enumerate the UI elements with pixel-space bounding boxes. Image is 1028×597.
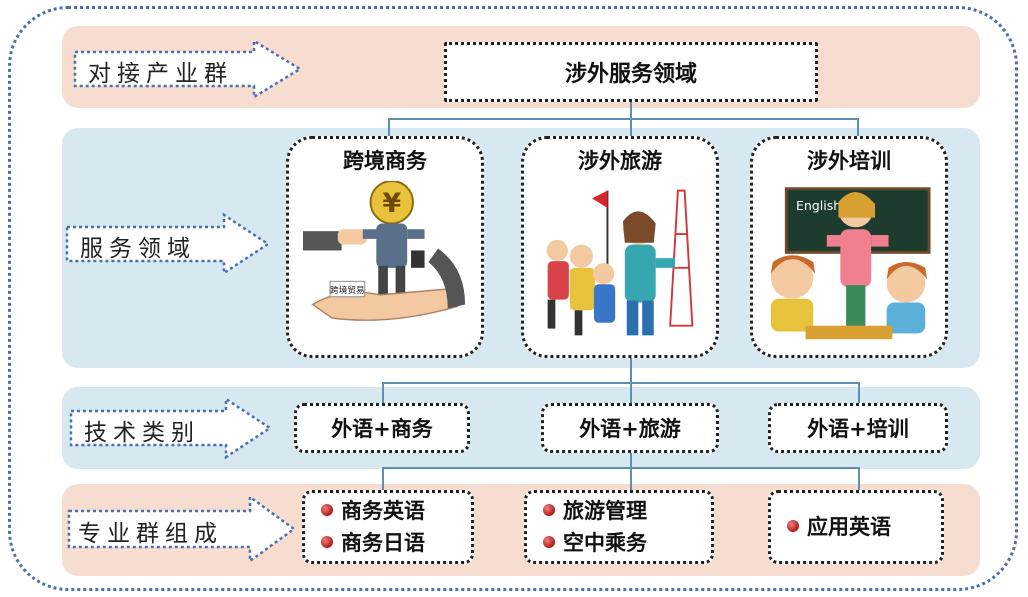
connector-line bbox=[630, 118, 632, 136]
tech-box-training: 外语+培训 bbox=[768, 403, 948, 453]
major-arrow bbox=[67, 494, 297, 564]
connector-line bbox=[388, 118, 858, 120]
connector-line bbox=[630, 467, 632, 490]
major-item: 空中乘务 bbox=[543, 527, 647, 559]
trade-sign-text: 跨境贸易 bbox=[330, 284, 365, 296]
connector-line bbox=[382, 467, 860, 469]
major-item: 商务日语 bbox=[321, 527, 425, 559]
card-title: 涉外旅游 bbox=[578, 149, 662, 173]
foreign-tourism-illustration bbox=[538, 181, 702, 345]
service-card-business: 跨境商务 ¥ 跨境贸易 bbox=[286, 136, 484, 358]
connector-line bbox=[630, 382, 632, 403]
connector-line bbox=[382, 382, 384, 403]
tech-label: 外语+旅游 bbox=[579, 417, 681, 441]
bullet-icon bbox=[321, 504, 333, 516]
industry-arrow bbox=[73, 38, 303, 100]
connector-line bbox=[630, 358, 632, 384]
row-label-major: 专业群组成 bbox=[78, 521, 223, 547]
card-title: 涉外培训 bbox=[807, 149, 891, 173]
bullet-icon bbox=[787, 520, 799, 532]
tech-label: 外语+商务 bbox=[331, 417, 433, 441]
major-item: 商务英语 bbox=[321, 495, 425, 527]
blackboard-text: English bbox=[796, 198, 841, 213]
connector-line bbox=[858, 467, 860, 490]
row-label-tech: 技术类别 bbox=[84, 420, 200, 446]
cross-border-trade-illustration: ¥ 跨境贸易 bbox=[303, 181, 467, 345]
connector-line bbox=[382, 467, 384, 490]
card-title: 跨境商务 bbox=[343, 149, 427, 173]
tech-arrow bbox=[69, 396, 273, 460]
major-box-business: 商务英语 商务日语 bbox=[302, 490, 474, 564]
bullet-icon bbox=[321, 536, 333, 548]
outer-frame bbox=[8, 6, 1018, 591]
connector-line bbox=[382, 382, 860, 384]
major-box-tourism: 旅游管理 空中乘务 bbox=[524, 490, 714, 564]
tech-box-tourism: 外语+旅游 bbox=[541, 403, 719, 453]
bullet-icon bbox=[543, 536, 555, 548]
connector-line bbox=[630, 102, 632, 120]
tech-label: 外语+培训 bbox=[807, 417, 909, 441]
tech-box-business: 外语+商务 bbox=[294, 403, 470, 453]
row-label-industry: 对接产业群 bbox=[88, 61, 233, 87]
service-card-tourism: 涉外旅游 bbox=[521, 136, 719, 358]
connector-line bbox=[857, 118, 859, 136]
major-box-english: 应用英语 bbox=[768, 490, 944, 564]
major-item: 旅游管理 bbox=[543, 495, 647, 527]
bullet-icon bbox=[543, 504, 555, 516]
service-arrow bbox=[65, 212, 271, 276]
connector-line bbox=[388, 118, 390, 136]
major-item: 应用英语 bbox=[787, 511, 891, 543]
domain-title-box: 涉外服务领域 bbox=[444, 42, 818, 102]
row-label-service: 服务领域 bbox=[80, 236, 196, 262]
connector-line bbox=[630, 453, 632, 469]
connector-line bbox=[858, 382, 860, 403]
svg-text:¥: ¥ bbox=[382, 188, 401, 219]
domain-title: 涉外服务领域 bbox=[564, 62, 697, 87]
service-card-training: 涉外培训 English bbox=[750, 136, 948, 358]
foreign-training-illustration: English bbox=[767, 181, 931, 345]
